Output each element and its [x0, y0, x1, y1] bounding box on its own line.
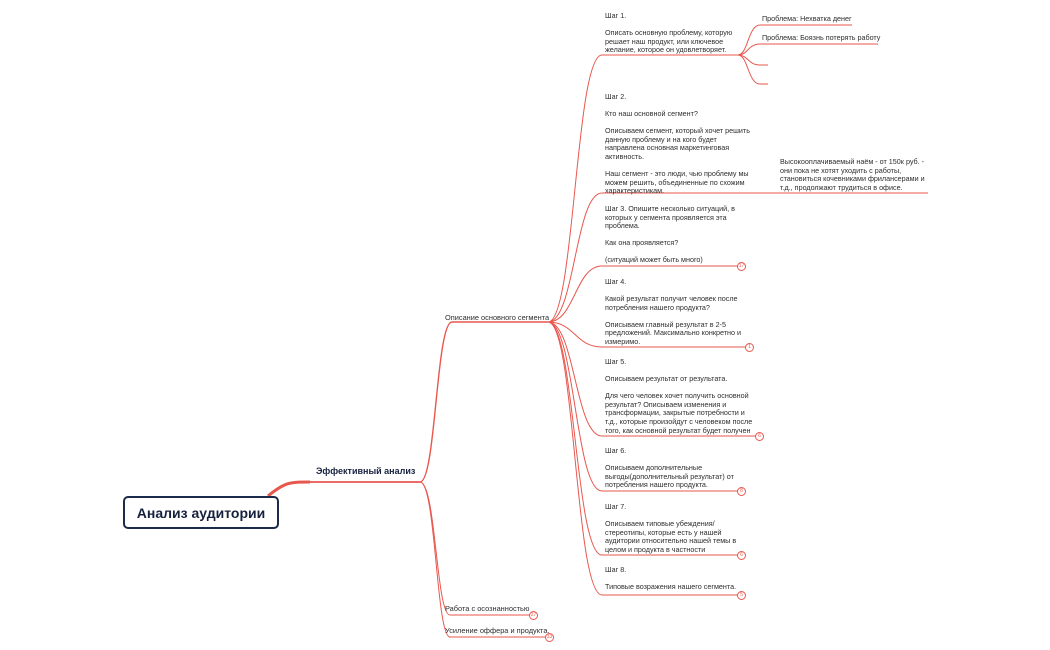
connector-root-branch — [267, 480, 311, 498]
segment-note-node[interactable]: Высокооплачиваемый наём - от 150к руб. -… — [780, 157, 925, 192]
step-text: Кто наш основной сегмент? — [605, 109, 698, 119]
connector-step7 — [547, 321, 738, 556]
step-title: Шаг 4. — [605, 277, 627, 286]
step-6-node[interactable]: Шаг 6. Описываем дополнительные выгоды(д… — [605, 446, 753, 490]
collapsed-count-badge[interactable]: 17 — [737, 262, 746, 271]
connector-problem1 — [737, 24, 852, 56]
connector-step8 — [547, 321, 738, 596]
collapsed-count-badge[interactable]: 6 — [737, 551, 746, 560]
step-8-node[interactable]: Шаг 8. Типовые возражения нашего сегмент… — [605, 565, 753, 592]
step-text: (ситуаций может быть много) — [605, 255, 703, 265]
step-title: Шаг 2. — [605, 92, 627, 101]
step-text: Типовые возражения нашего сегмента. — [605, 582, 737, 592]
connector-step3 — [547, 265, 738, 323]
step-2-node[interactable]: Шаг 2. Кто наш основной сегмент? Описыва… — [605, 92, 753, 196]
connector-step4 — [547, 321, 746, 348]
step-1-node[interactable]: Шаг 1. Описать основную проблему, котору… — [605, 11, 753, 55]
step-text: Описываем типовые убеждения/стереотипы, … — [605, 519, 737, 554]
connector-step6 — [547, 321, 738, 492]
step-title: Шаг 8. — [605, 565, 627, 574]
step-text: Описываем сегмент, который хочет решить … — [605, 126, 750, 161]
step-3-node[interactable]: Шаг 3. Опишите несколько ситуаций, в кот… — [605, 204, 753, 265]
connector-branch-offer — [419, 481, 546, 638]
branch-node[interactable]: Эффективный анализ — [316, 466, 416, 476]
step-text: Для чего человек хочет получить основной… — [605, 391, 753, 435]
collapsed-count-badge[interactable]: 5 — [737, 591, 746, 600]
step-4-node[interactable]: Шаг 4. Какой результат получит человек п… — [605, 277, 753, 347]
step-title: Шаг 7. — [605, 502, 627, 511]
problem-2-node[interactable]: Проблема: Боязнь потерять работу — [762, 33, 881, 42]
collapsed-count-badge[interactable]: 33 — [545, 633, 554, 642]
step-title: Шаг 5. — [605, 357, 627, 366]
connector-branch-segment — [419, 321, 548, 483]
collapsed-count-badge[interactable]: 27 — [529, 611, 538, 620]
problem-1-node[interactable]: Проблема: Нехватка денег — [762, 14, 852, 23]
connector-step1 — [547, 54, 738, 323]
step-title: Шаг 6. — [605, 446, 627, 455]
step-text: Какой результат получит человек после по… — [605, 294, 738, 312]
subtopic-segment[interactable]: Описание основного сегмента — [445, 313, 550, 322]
connector-problem4 — [737, 54, 768, 85]
collapsed-count-badge[interactable]: 6 — [755, 432, 764, 441]
connector-problem3 — [737, 54, 768, 66]
connector-step2 — [547, 192, 928, 323]
step-text: Как она проявляется? — [605, 238, 679, 248]
step-text: Шаг 3. Опишите несколько ситуаций, в кот… — [605, 204, 735, 231]
collapsed-count-badge[interactable]: 1 — [745, 343, 754, 352]
subtopic-offer[interactable]: Усиление оффера и продукта. — [445, 626, 550, 635]
step-5-node[interactable]: Шаг 5. Описываем результат от результата… — [605, 357, 753, 435]
root-node[interactable]: Анализ аудитории — [123, 496, 279, 529]
step-text: Описываем главный результат в 2-5 предло… — [605, 319, 742, 346]
step-text: Описываем дополнительные выгоды(дополнит… — [605, 463, 734, 490]
step-text: Описываем результат от результата. — [605, 374, 728, 384]
step-7-node[interactable]: Шаг 7. Описываем типовые убеждения/стере… — [605, 502, 753, 554]
connector-step5 — [547, 321, 756, 437]
connector-branch-awareness — [419, 481, 530, 616]
connector-problem2 — [737, 43, 878, 56]
step-text: Наш сегмент - это люди, чью проблему мы … — [605, 169, 749, 196]
collapsed-count-badge[interactable]: 8 — [737, 487, 746, 496]
subtopic-awareness[interactable]: Работа с осознанностью — [445, 604, 530, 613]
step-title: Шаг 1. — [605, 11, 627, 20]
step-text: Описать основную проблему, которую решае… — [605, 28, 733, 55]
